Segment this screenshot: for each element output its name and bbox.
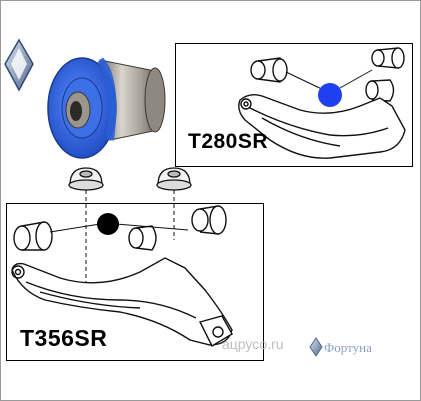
diamond-brand-icon bbox=[309, 337, 323, 357]
black-marker-dot bbox=[97, 213, 119, 235]
site-watermark: ацрусо.ru bbox=[222, 336, 284, 352]
part-number-lower: T356SR bbox=[20, 325, 108, 351]
upper-control-arm-drawing bbox=[238, 47, 406, 159]
rubber-cap-left bbox=[68, 167, 104, 295]
lower-control-arm-drawing bbox=[11, 205, 233, 347]
bushing-photo bbox=[47, 57, 166, 159]
brand-name: Фортуна bbox=[324, 340, 372, 355]
part-number-upper: T280SR bbox=[188, 130, 269, 153]
diamond-logo-icon bbox=[4, 38, 34, 92]
blue-marker-dot bbox=[318, 83, 342, 107]
rubber-cap-right bbox=[156, 167, 192, 240]
